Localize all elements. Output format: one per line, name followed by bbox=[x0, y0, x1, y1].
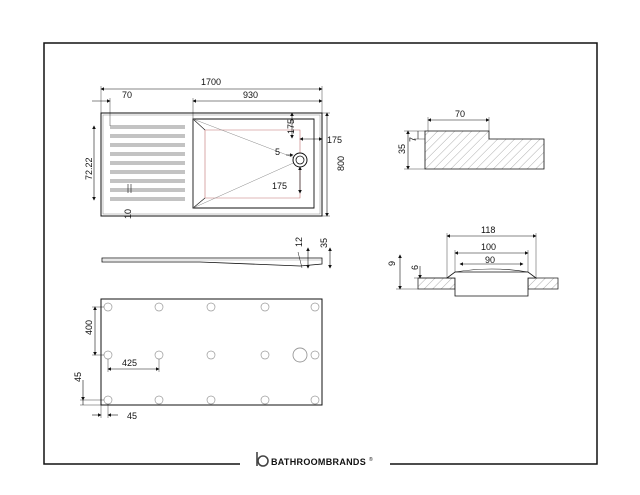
dim-groove-width: 10 bbox=[123, 209, 133, 219]
dim-edge-height: 35 bbox=[397, 144, 407, 154]
dim-waste-lip: 6 bbox=[410, 265, 420, 270]
drainer-grooves bbox=[110, 125, 185, 201]
b-logo-icon bbox=[256, 452, 269, 467]
edge-section bbox=[424, 130, 545, 170]
underside-waste-icon bbox=[292, 347, 308, 363]
dim-waste-inner: 90 bbox=[485, 255, 495, 265]
worktop-left bbox=[417, 277, 456, 290]
dim-waste-right: 175 bbox=[327, 135, 342, 145]
sink-outline bbox=[100, 112, 323, 217]
drawing-frame bbox=[43, 42, 598, 465]
dim-row-spacing: 400 bbox=[84, 320, 94, 335]
bowl-slope bbox=[204, 129, 301, 199]
dim-waste-middle: 100 bbox=[481, 242, 496, 252]
underside-view: 400 425 45 45 bbox=[73, 298, 323, 421]
brand-logo: BATHROOMBRANDS ® bbox=[256, 452, 373, 467]
dim-edge-vertical: 45 bbox=[73, 372, 83, 382]
dim-waste-bottom: 175 bbox=[272, 181, 287, 191]
dim-waste-outer: 118 bbox=[481, 225, 495, 235]
top-view: 1700 930 70 175 175 5 175 800 72.22 10 bbox=[84, 77, 346, 219]
waste-outlet-icon bbox=[292, 152, 308, 168]
worktop-right bbox=[527, 277, 559, 290]
dim-bowl-width: 930 bbox=[243, 90, 258, 100]
underside-outline bbox=[100, 298, 323, 406]
brand-mark: ® bbox=[369, 456, 373, 463]
dim-edge-step: 7 bbox=[408, 137, 418, 142]
dim-side-height: 35 bbox=[319, 238, 329, 248]
brand-name: BATHROOMBRANDS bbox=[271, 457, 366, 467]
dim-drainer-offset: 70 bbox=[122, 90, 132, 100]
dim-edge-horizontal: 45 bbox=[127, 411, 137, 421]
dim-overall-width: 1700 bbox=[201, 77, 221, 87]
dim-col-spacing: 425 bbox=[122, 358, 137, 368]
waste-profile bbox=[445, 271, 538, 297]
dim-side-thickness: 12 bbox=[294, 237, 304, 247]
dim-depth: 800 bbox=[336, 156, 346, 171]
sink-inner-outline bbox=[102, 114, 321, 215]
side-view: 12 35 bbox=[101, 237, 332, 269]
waste-detail: 118 100 90 9 6 bbox=[387, 225, 559, 297]
bowl-outline bbox=[192, 118, 315, 209]
dim-waste-top: 175 bbox=[286, 119, 296, 134]
support-feet bbox=[103, 302, 320, 405]
dim-groove-pitch: 72.22 bbox=[84, 157, 94, 180]
dim-edge-width: 70 bbox=[455, 109, 465, 119]
dim-waste-depth: 9 bbox=[387, 261, 397, 266]
side-profile bbox=[101, 257, 323, 267]
edge-detail: 70 35 7 bbox=[397, 109, 545, 170]
dim-waste-offset: 5 bbox=[275, 147, 280, 157]
